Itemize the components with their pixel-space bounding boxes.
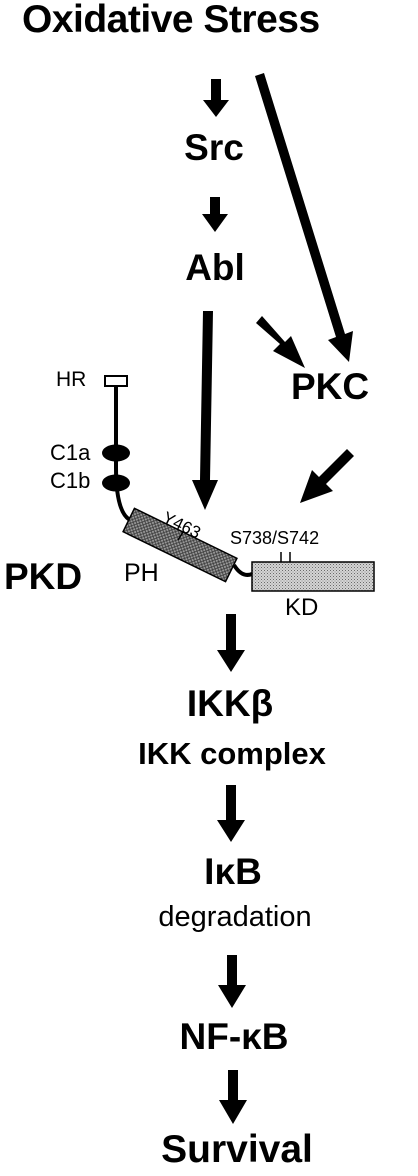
pkd-label: PKD [4,556,83,597]
kd-domain-box [251,561,375,592]
ikk-complex-label: IKK complex [138,736,326,771]
arrow-ikb-to-nfkb [218,955,246,1008]
survival-label: Survival [161,1128,313,1171]
y463-tick [177,531,184,541]
sites-label: S738/S742 [230,528,320,548]
arrow-pkc-to-kd [300,449,354,503]
arrow-abl-to-pkd [192,311,218,510]
hr-label: HR [56,368,87,391]
arrow-stress-to-src [203,79,229,117]
src-label: Src [184,127,244,168]
ikb-label: IκB [204,851,262,892]
abl-label: Abl [185,247,245,288]
c1b-label: C1b [50,468,91,493]
pkc-label: PKC [291,366,370,407]
oxidative-stress-label: Oxidative Stress [22,0,320,41]
hr-domain-box [104,375,128,387]
arrow-src-to-abl [202,197,228,232]
arrow-nfkb-to-survival [219,1070,247,1124]
pkd-linker [232,563,253,577]
c1a-label: C1a [50,440,91,465]
pkd-backbone [114,386,132,522]
kd-label: KD [285,594,319,621]
nfkb-label: NF-κB [179,1016,289,1057]
arrow-ikk-to-ikb [217,785,245,842]
ph-label: PH [124,559,159,587]
arrow-stress-to-pkc [255,73,353,362]
c1b-domain [102,474,130,492]
arrow-abl-to-pkc [256,316,305,368]
arrow-kd-to-ikk [217,614,245,672]
ikk-beta-label: IKKβ [186,683,274,724]
ph-domain-box [122,507,238,583]
c1a-domain [102,444,130,462]
degradation-label: degradation [158,901,312,933]
